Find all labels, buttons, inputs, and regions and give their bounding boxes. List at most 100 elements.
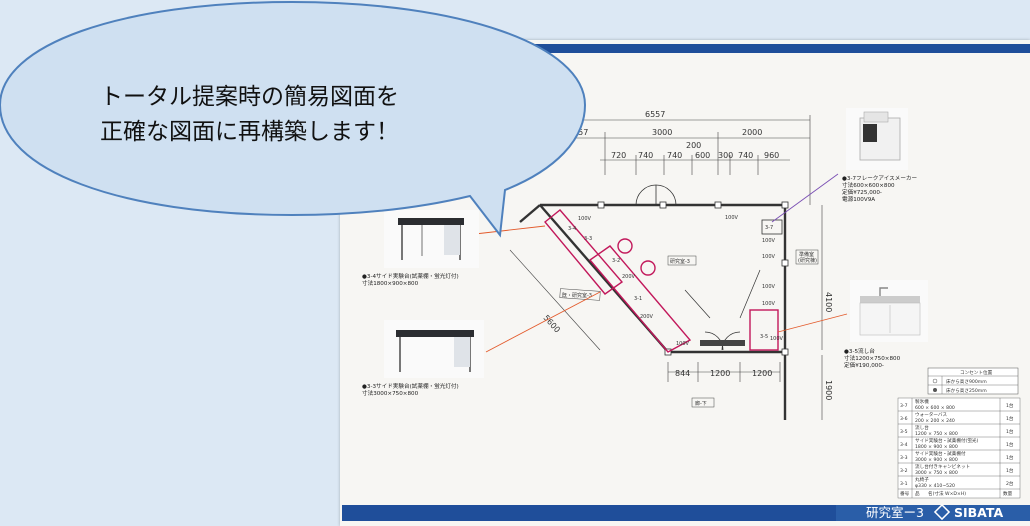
table-footer-qty: 数量 bbox=[1003, 490, 1013, 497]
outlet-label: 100V bbox=[770, 336, 784, 342]
equipment-3-5-image bbox=[850, 280, 928, 342]
speech-bubble-line1: トータル提案時の簡易図面を bbox=[100, 84, 399, 110]
table-cell-spec: 600 × 600 × 800 bbox=[915, 405, 955, 411]
wall-top bbox=[540, 203, 787, 352]
table-cell-name: 流し台付きキャンビネット bbox=[915, 463, 970, 470]
doors bbox=[635, 184, 741, 351]
unit-tag: 3-5 bbox=[760, 334, 768, 340]
dim-row2-1: 3000 bbox=[652, 128, 672, 137]
arrow-line bbox=[684, 289, 711, 319]
footer-title-box bbox=[836, 505, 1030, 521]
footer-brand-label: SIBATA bbox=[954, 505, 1003, 520]
table-cell-name: 丸椅子 bbox=[915, 476, 929, 483]
table-cell-no: 3-1 bbox=[900, 481, 908, 487]
caption-3-3-line2: 寸法3000×750×800 bbox=[362, 389, 419, 397]
unit-tag: 3-4 bbox=[568, 226, 576, 232]
wall-post bbox=[781, 201, 789, 209]
bottom-dimensions bbox=[667, 362, 781, 382]
caption-3-7-line1: ●3-7フレークアイスメーカー bbox=[842, 175, 918, 182]
equipment-3-7-image bbox=[846, 108, 908, 170]
caption-3-7-line4: 電源100V9A bbox=[842, 195, 875, 203]
unit-3-5-outline bbox=[749, 309, 779, 351]
caption-3-7-line2: 寸法600×600×800 bbox=[842, 181, 895, 189]
stair-element bbox=[700, 340, 745, 346]
dim-right-2: 1900 bbox=[824, 380, 833, 400]
center-tag: 研究室-3 bbox=[670, 258, 690, 265]
legend-title: コンセント位置 bbox=[960, 369, 993, 376]
highlight-units bbox=[544, 209, 779, 353]
right-tag: 準備室 bbox=[799, 251, 814, 258]
table-cell-name: 製氷機 bbox=[915, 398, 929, 405]
table-cell-qty: 1台 bbox=[1006, 415, 1014, 422]
dim-row3-extra: 200 bbox=[686, 141, 701, 150]
wall-post bbox=[659, 201, 667, 209]
dim-row3-4: 300 bbox=[718, 151, 733, 160]
dim-total: 6557 bbox=[645, 110, 665, 119]
dim-row3-0: 720 bbox=[611, 151, 626, 160]
table-cell-qty: 1台 bbox=[1006, 467, 1014, 474]
legend-row: 床から高さ250mm bbox=[946, 387, 987, 394]
door-arc bbox=[704, 331, 724, 351]
table-cell-name: サイド実験台・試薬棚付 bbox=[915, 450, 966, 457]
room-arrows bbox=[684, 269, 761, 319]
table-cell-spec: 1200 × 750 × 800 bbox=[915, 431, 958, 437]
outlet-label: 200V bbox=[640, 314, 654, 320]
caption-3-7-line3: 定価¥725,000- bbox=[842, 188, 882, 196]
diag-tag: 既・研究室-3 bbox=[562, 292, 592, 299]
dim-row2-2: 2000 bbox=[742, 128, 762, 137]
table-cell-no: 3-6 bbox=[900, 416, 908, 422]
table-cell-no: 3-5 bbox=[900, 429, 908, 435]
table-cell-no: 3-7 bbox=[900, 403, 908, 409]
parts-table-text: 3-7 製氷機 600 × 600 × 800 1台 3-6 ウォーターバス 2… bbox=[900, 398, 1014, 497]
leader-3-4 bbox=[474, 225, 546, 235]
bench-top bbox=[398, 218, 464, 225]
dim-bottom-2: 1200 bbox=[752, 369, 772, 378]
caption-3-5-line2: 寸法1200×750×800 bbox=[844, 354, 901, 362]
caption-3-3-line1: ●3-3サイド実験台(試薬棚・蛍光灯付) bbox=[362, 382, 459, 390]
center-tag-box bbox=[667, 255, 697, 266]
dim-row3-6: 960 bbox=[764, 151, 779, 160]
unit-tag: 3-1 bbox=[634, 296, 642, 302]
caption-3-5-line3: 定価¥190,000- bbox=[844, 361, 884, 369]
arrow-line bbox=[739, 269, 761, 319]
unit-tag: 3-3 bbox=[584, 236, 592, 242]
table-cell-qty: 1台 bbox=[1006, 428, 1014, 435]
outlet-label: 100V bbox=[762, 238, 776, 244]
dim-right-1: 4100 bbox=[824, 292, 833, 312]
right-tag-box bbox=[795, 249, 819, 265]
table-cell-qty: 2台 bbox=[1006, 480, 1014, 487]
dim-bottom-0: 844 bbox=[675, 369, 690, 378]
wall-post bbox=[781, 259, 789, 267]
wall-post bbox=[714, 201, 722, 209]
outlet-label: 100V bbox=[676, 341, 690, 347]
bench-top bbox=[396, 330, 474, 337]
leader-3-3 bbox=[485, 291, 601, 353]
table-cell-spec: 3000 × 750 × 800 bbox=[915, 470, 958, 476]
parts-table bbox=[897, 397, 1021, 499]
table-cell-qty: 1台 bbox=[1006, 441, 1014, 448]
table-cell-spec: 1800 × 900 × 800 bbox=[915, 444, 958, 450]
leader-lines bbox=[474, 173, 848, 353]
icemaker-top bbox=[863, 111, 889, 123]
unit-3-7-box bbox=[761, 219, 783, 235]
table-cell-no: 3-2 bbox=[900, 468, 908, 474]
legend-frame bbox=[927, 367, 1019, 395]
unit-tag: 3-2 bbox=[612, 258, 620, 264]
outlet-symbol bbox=[933, 388, 937, 392]
equipment-3-4-image bbox=[384, 210, 479, 268]
speech-bubble: トータル提案時の簡易図面を 正確な図面に再構築します！ bbox=[0, 0, 587, 238]
dim-row3-2: 740 bbox=[667, 151, 682, 160]
bottom-tag-box bbox=[691, 397, 715, 408]
right-tag2: (研究棟) bbox=[798, 257, 817, 264]
bench-cabinet bbox=[454, 337, 470, 367]
door-arc bbox=[635, 184, 657, 206]
caption-3-4-line1: ●3-4サイド実験台(試薬棚・蛍光灯付) bbox=[362, 272, 459, 280]
marker-circle bbox=[640, 260, 656, 276]
door-arc bbox=[655, 184, 677, 206]
caption-3-4-line2: 寸法1800×900×800 bbox=[362, 279, 419, 287]
wall-left-ext bbox=[519, 204, 541, 223]
outlet-symbol bbox=[932, 378, 938, 384]
table-cell-spec: φ330 × 410~520 bbox=[915, 483, 955, 489]
room-walls bbox=[519, 203, 787, 420]
